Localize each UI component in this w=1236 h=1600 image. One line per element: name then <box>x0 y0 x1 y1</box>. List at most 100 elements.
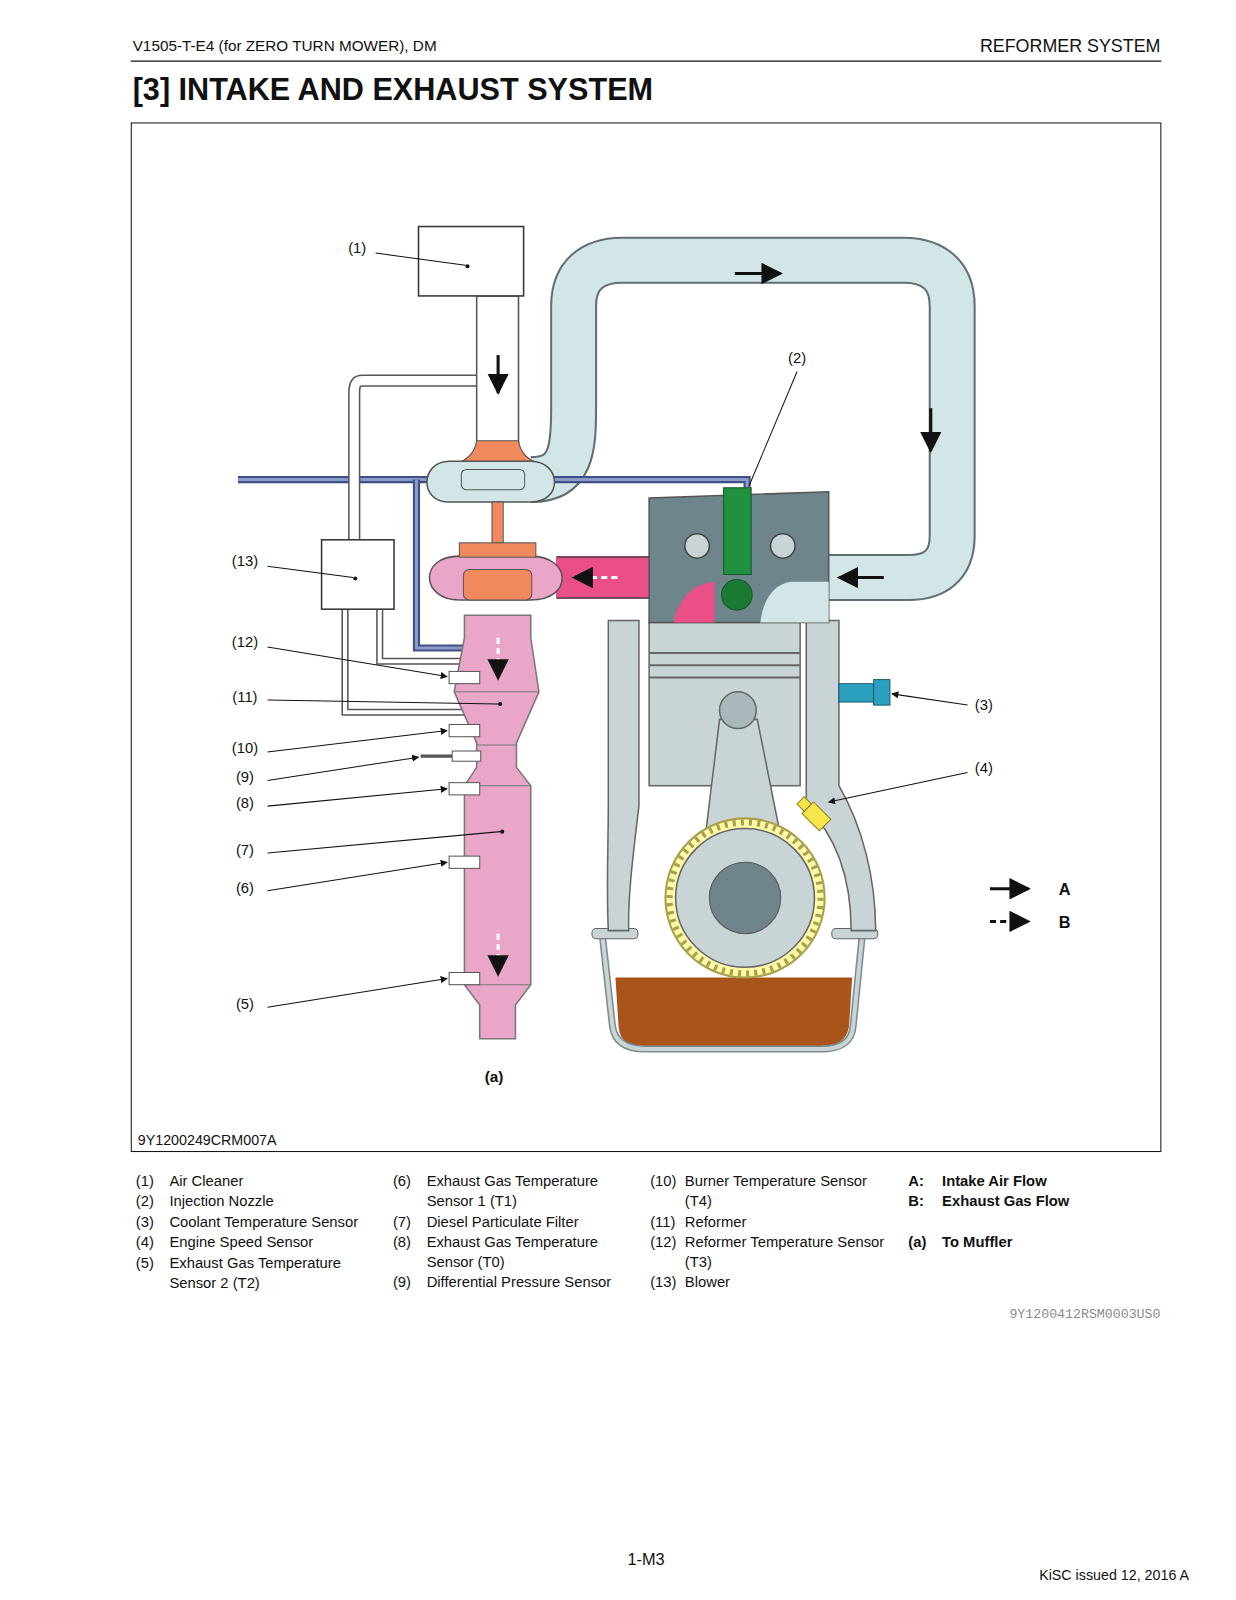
callout-number: (13) <box>232 552 258 572</box>
leader-dot <box>498 702 502 706</box>
figure-code: 9Y1200249CRM007A <box>138 1131 277 1150</box>
parts-name: Exhaust Gas Temperature Sensor 2 (T2) <box>169 1254 385 1294</box>
legend-key: A: <box>908 1172 924 1192</box>
callout-number: (2) <box>788 349 806 369</box>
leader-lines <box>267 253 967 1007</box>
piston-ring <box>649 664 800 666</box>
gear-teeth <box>670 822 821 973</box>
parts-number: (2) <box>136 1192 154 1212</box>
dashed-arrow-sample <box>990 920 1029 923</box>
callout-number: (1) <box>348 239 366 259</box>
leader-line <box>267 731 447 752</box>
coolant-temp-sensor <box>839 684 874 702</box>
callout-number: (8) <box>236 794 254 814</box>
callout-number: (10) <box>232 739 258 759</box>
reformer-temp-sensor <box>449 671 480 683</box>
compressor-housing <box>427 461 555 502</box>
pressure-probe <box>421 755 453 758</box>
parts-number: (9) <box>393 1273 411 1293</box>
engine-speed-sensor <box>795 795 831 831</box>
parts-name: Blower <box>685 1273 894 1293</box>
leader-line <box>267 700 498 704</box>
nozzle-tip <box>722 580 753 611</box>
parts-number: (13) <box>650 1273 676 1293</box>
coolant-temp-sensor <box>874 680 890 706</box>
parts-name: Coolant Temperature Sensor <box>169 1213 385 1233</box>
leader-line <box>267 862 447 891</box>
blower-duct-fill <box>380 609 475 661</box>
solid-arrow-sample <box>990 887 1029 890</box>
parts-number: (6) <box>393 1172 411 1192</box>
crank-gear <box>665 818 824 977</box>
callout-number: (7) <box>236 841 254 861</box>
engine-oil <box>615 978 852 1046</box>
header-text: V1505-T-E4 (for ZERO TURN MOWER), DM <box>133 36 437 57</box>
turbine-housing <box>429 556 562 600</box>
exhaust-temp-sensor-t2 <box>449 972 480 984</box>
parts-name: Injection Nozzle <box>169 1192 385 1212</box>
document-code: 9Y1200412RSM0003US0 <box>1009 1306 1160 1324</box>
legend-key: A <box>1059 878 1071 900</box>
flow-arrow <box>929 408 932 451</box>
parts-name: Reformer <box>685 1213 894 1233</box>
callout-number: (5) <box>236 995 254 1015</box>
legend-key: B <box>1059 911 1071 933</box>
exhaust-temp-sensor-t0 <box>449 783 480 795</box>
callout-number: (a) <box>485 1067 504 1088</box>
parts-name: Differential Pressure Sensor <box>427 1273 636 1293</box>
leader-line <box>267 832 500 853</box>
turbo-shaft <box>492 502 503 543</box>
leader-line <box>376 253 466 265</box>
cylinder-block <box>607 620 639 930</box>
compressor-wheel <box>461 469 524 489</box>
blower-air-duct <box>354 381 476 540</box>
page-number: 1-M3 <box>627 1548 664 1570</box>
leader-line <box>267 647 447 677</box>
header-rule <box>131 61 1162 62</box>
sensor-head <box>797 797 811 811</box>
page-title: [3] INTAKE AND EXHAUST SYSTEM <box>133 69 653 110</box>
leader-line <box>267 566 353 577</box>
exhaust-port <box>674 582 715 623</box>
exhaust-flow-arrow <box>497 638 500 679</box>
parts-number: (1) <box>136 1172 154 1192</box>
parts-name: Reformer Temperature Sensor (T3) <box>685 1233 894 1273</box>
figure-frame <box>131 123 1161 1152</box>
turbine-wheel <box>459 543 536 557</box>
parts-name: Diesel Particulate Filter <box>427 1213 636 1233</box>
seam <box>454 691 539 692</box>
piston-pin <box>720 692 757 729</box>
parts-name: Engine Speed Sensor <box>169 1233 385 1253</box>
blower-air-duct-fill <box>354 381 476 540</box>
legend-text: Exhaust Gas Flow <box>942 1192 1069 1212</box>
parts-number: (10) <box>650 1172 676 1192</box>
leader-line <box>829 772 968 802</box>
burner-temp-sensor <box>449 724 480 736</box>
intake-port <box>760 582 828 623</box>
parts-number: (8) <box>393 1233 411 1253</box>
leader-line <box>892 694 968 705</box>
head-bolt-hole <box>771 534 795 558</box>
parts-name: Air Cleaner <box>169 1172 385 1192</box>
leader-dot <box>353 577 357 581</box>
flow-arrow <box>497 355 500 393</box>
blower-duct <box>380 609 475 661</box>
legend-text: Intake Air Flow <box>942 1172 1047 1192</box>
callout-number: (11) <box>232 688 257 708</box>
parts-number: (5) <box>136 1254 154 1274</box>
exhaust-temp-sensor-t1 <box>449 856 480 868</box>
blower-duct-fill <box>345 609 475 712</box>
legend-text: To Muffler <box>942 1233 1012 1253</box>
parts-name: Exhaust Gas Temperature Sensor (T0) <box>427 1233 636 1273</box>
flow-arrow <box>735 272 781 275</box>
parts-number: (7) <box>393 1213 411 1233</box>
leader-dot <box>500 830 504 834</box>
leader-line <box>749 371 797 485</box>
legend-key: (a) <box>908 1233 926 1253</box>
piston-ring <box>649 652 800 654</box>
callout-number: (4) <box>975 759 993 779</box>
turbine-wheel <box>463 569 531 600</box>
flow-arrow <box>839 576 884 579</box>
seam <box>477 744 517 745</box>
